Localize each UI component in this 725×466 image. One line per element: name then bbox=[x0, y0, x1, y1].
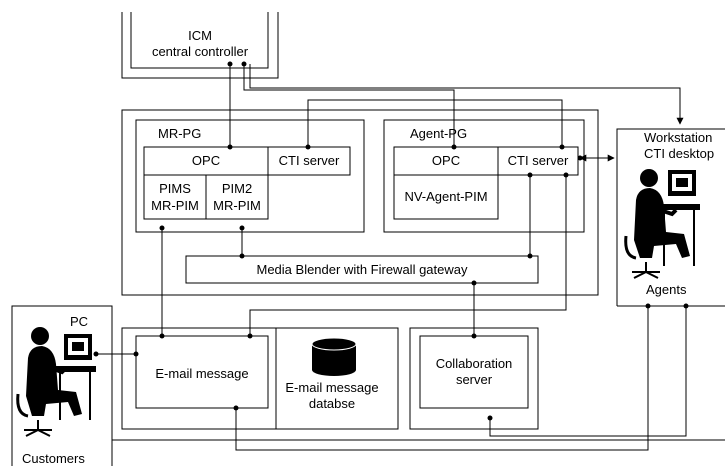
email-db-label-line2: databse bbox=[309, 396, 355, 411]
nv-agent-pim-box bbox=[393, 174, 499, 220]
customer-pc-monitor-icon bbox=[56, 334, 96, 420]
customers-label: Customers bbox=[22, 451, 85, 466]
workstation-label-line2: CTI desktop bbox=[644, 146, 714, 161]
pim2-mr-pim-box bbox=[205, 174, 269, 220]
pims-label-line2: MR-PIM bbox=[151, 198, 199, 213]
email-message-box bbox=[135, 335, 269, 409]
collaboration-label-line1: Collaboration bbox=[436, 356, 513, 371]
mr-pg-title: MR-PG bbox=[158, 126, 201, 141]
workstation: Workstation CTI desktop Agents bbox=[616, 128, 725, 307]
collaboration-label-line2: server bbox=[456, 372, 493, 387]
nv-agent-pim-label: NV-Agent-PIM bbox=[404, 189, 487, 204]
junction-dots bbox=[93, 61, 689, 421]
mr-pg-opc-label: OPC bbox=[192, 153, 220, 168]
pg-enclosure bbox=[121, 109, 599, 296]
mr-pg: MR-PG OPC CTI server PIMS MR-PIM PIM2 MR… bbox=[135, 119, 365, 233]
agent-workstation-monitor-icon bbox=[660, 170, 700, 266]
email-db-label-line1: E-mail message bbox=[285, 380, 378, 395]
agent-pg-title: Agent-PG bbox=[410, 126, 467, 141]
email-message-label: E-mail message bbox=[155, 366, 248, 381]
pim2-label-line1: PIM2 bbox=[222, 181, 252, 196]
icm-central-controller: ICM central controller bbox=[121, 12, 279, 79]
icm-label-line2: central controller bbox=[152, 44, 249, 59]
agent-pg-opc-label: OPC bbox=[432, 153, 460, 168]
customers-pc-label: PC bbox=[70, 314, 88, 329]
email-system: E-mail message E-mail message databse bbox=[121, 327, 399, 430]
icm-label-line1: ICM bbox=[188, 28, 212, 43]
media-blender-box bbox=[185, 255, 539, 284]
connection-lines bbox=[96, 64, 725, 451]
workstation-label-line1: Workstation bbox=[644, 130, 712, 145]
agent-pg: Agent-PG OPC CTI server NV-Agent-PIM bbox=[383, 119, 585, 233]
agent-pg-cti-server-box bbox=[497, 146, 579, 176]
mr-pg-cti-server-label: CTI server bbox=[279, 153, 340, 168]
pim2-label-line2: MR-PIM bbox=[213, 198, 261, 213]
collaboration-server: Collaboration server bbox=[409, 327, 539, 430]
agent-pg-cti-server-label: CTI server bbox=[508, 153, 569, 168]
agent-person-icon bbox=[624, 169, 690, 279]
agents-label: Agents bbox=[646, 282, 687, 297]
pims-label-line1: PIMS bbox=[159, 181, 191, 196]
database-cylinder-icon bbox=[311, 337, 357, 376]
media-blender-label: Media Blender with Firewall gateway bbox=[257, 262, 468, 277]
customers: PC Customers bbox=[11, 305, 113, 466]
